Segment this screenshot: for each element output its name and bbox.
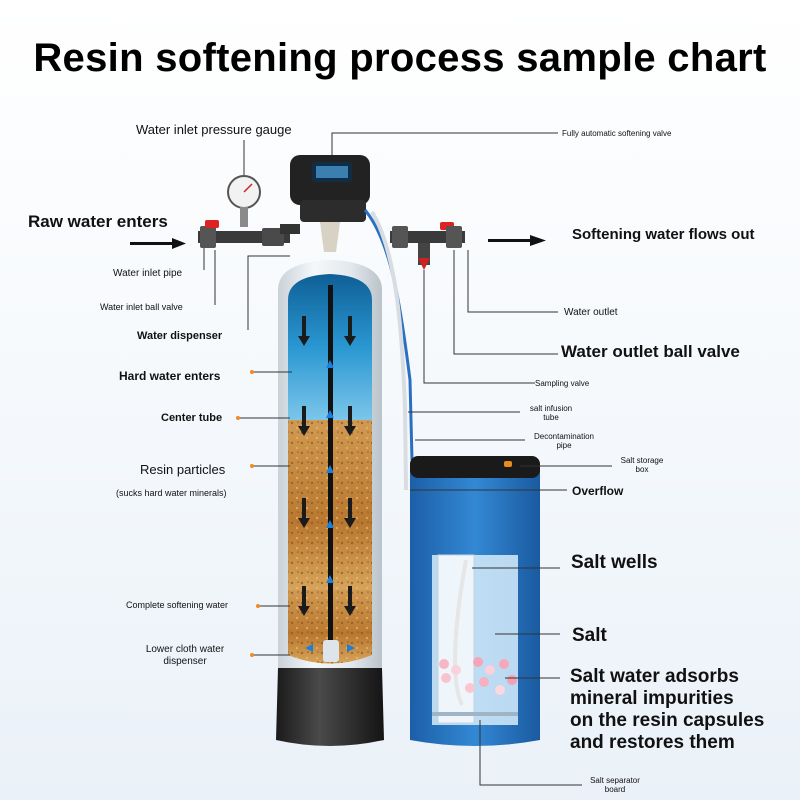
label-raw-water: Raw water enters — [28, 212, 168, 231]
label-sampling-valve: Sampling valve — [535, 379, 590, 388]
label-outlet: Water outlet — [564, 307, 618, 318]
label-soft-water-out: Softening water flows out — [572, 226, 755, 243]
label-center-tube: Center tube — [161, 412, 223, 424]
outlet-pipe — [390, 222, 465, 270]
flow-arrows — [298, 316, 356, 616]
label-pressure-gauge: Water inlet pressure gauge — [136, 122, 292, 137]
label-inlet-pipe: Water inlet pipe — [113, 268, 183, 279]
up-arrows — [305, 360, 355, 652]
label-resin-particles: Resin particles — [140, 462, 226, 477]
salt-box — [410, 456, 540, 746]
page-title: Resin softening process sample chart — [33, 36, 767, 80]
label-inlet-ball-valve: Water inlet ball valve — [100, 302, 183, 312]
callout-lines — [203, 132, 612, 786]
inlet-pipe — [198, 220, 300, 248]
label-outlet-ball-valve: Water outlet ball valve — [561, 342, 740, 361]
label-overflow: Overflow — [572, 484, 624, 498]
resin-tank — [276, 260, 384, 746]
callout-dots — [236, 370, 260, 657]
label-hard-water: Hard water enters — [119, 369, 221, 383]
label-salt: Salt — [572, 625, 607, 646]
pressure-gauge — [227, 175, 261, 227]
soft-water-arrow — [488, 235, 546, 246]
label-resin-note: (sucks hard water minerals) — [116, 488, 227, 498]
label-complete-softening: Complete softening water — [126, 600, 229, 610]
raw-water-arrow — [130, 238, 186, 249]
softening-valve — [290, 155, 370, 252]
label-salt-wells: Salt wells — [571, 552, 658, 573]
label-softening-valve: Fully automatic softening valve — [562, 129, 672, 138]
label-salt-water-adsorbs: Salt water adsorbs mineral impurities on… — [570, 666, 765, 753]
label-dispenser: Water dispenser — [137, 330, 223, 342]
